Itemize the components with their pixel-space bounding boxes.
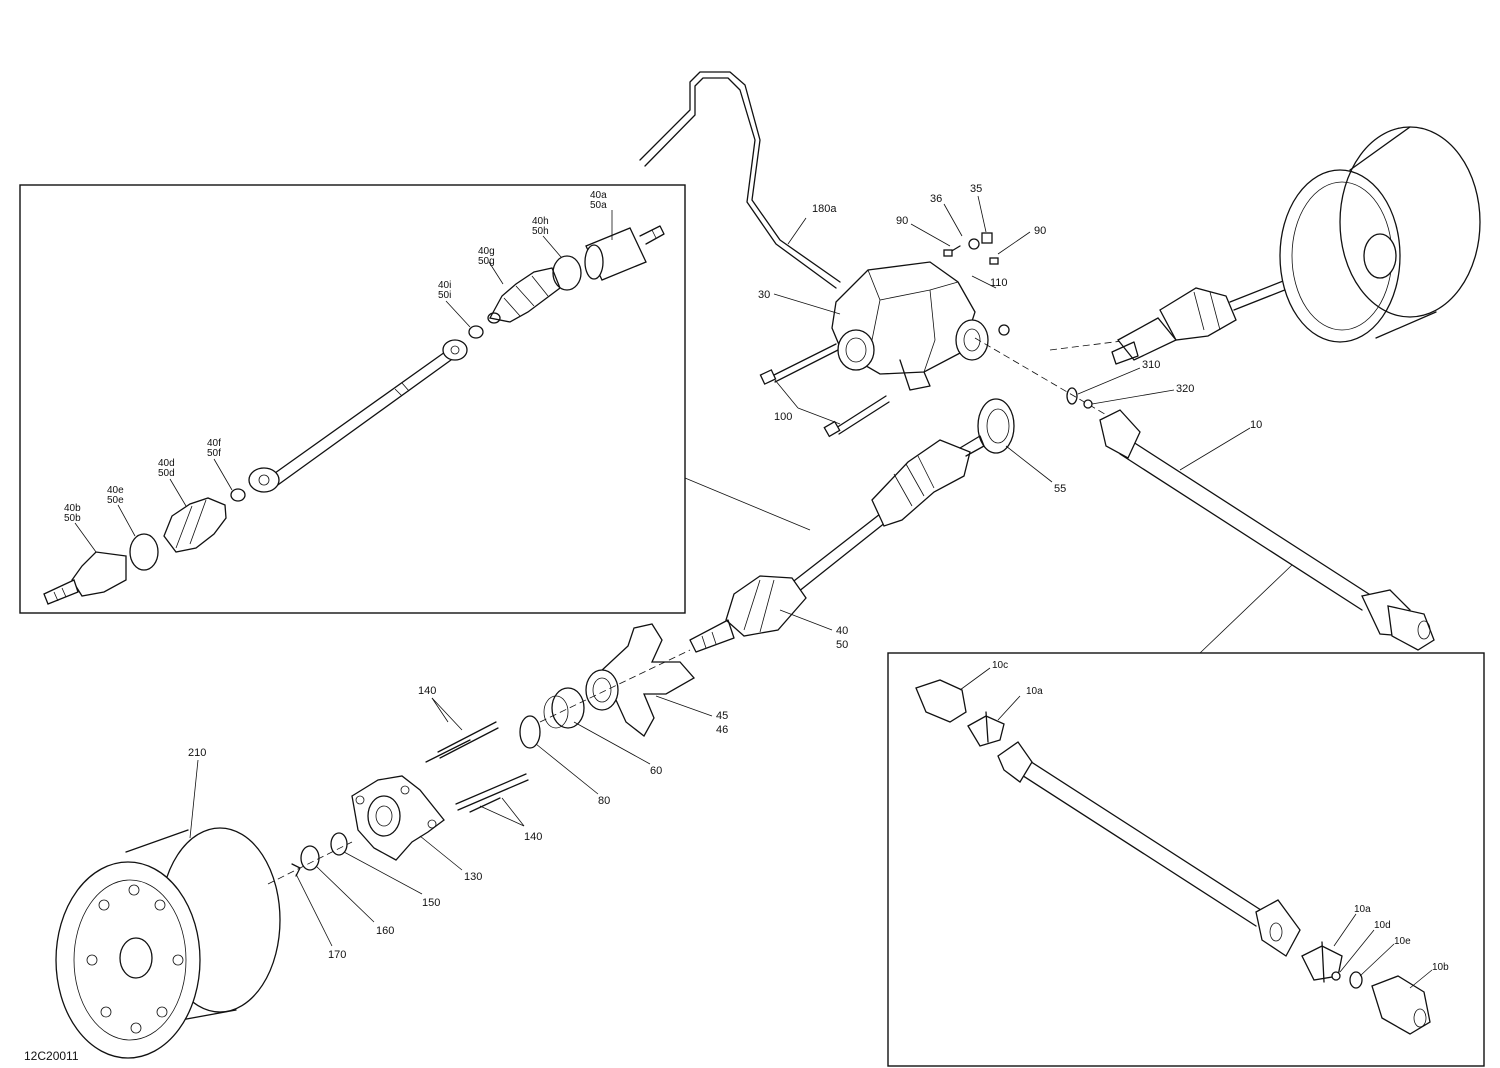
outer-large-clamp bbox=[129, 533, 159, 571]
washer-310 bbox=[1066, 387, 1078, 405]
diff-bolt-100a bbox=[759, 343, 839, 385]
callout-160: 160 bbox=[376, 925, 394, 937]
wheel-hub bbox=[351, 775, 445, 861]
washer-10e bbox=[1349, 971, 1363, 989]
callout-60: 60 bbox=[650, 765, 662, 777]
steering-knuckle bbox=[585, 623, 696, 737]
tripod-spider bbox=[442, 339, 468, 361]
outer-small-clamp bbox=[230, 488, 246, 502]
callout-10e: 10e bbox=[1394, 936, 1411, 947]
outer-cv-joint bbox=[43, 551, 127, 605]
callout-50b: 50b bbox=[64, 513, 81, 524]
axle-detail-panel: 40a 50a 40h 50h 40g 50g 40i 50i 40f 50f … bbox=[19, 184, 811, 614]
callout-170: 170 bbox=[328, 949, 346, 961]
callout-50e: 50e bbox=[107, 495, 124, 506]
callout-40: 40 bbox=[836, 625, 848, 637]
callout-50h: 50h bbox=[532, 226, 549, 237]
callout-40f: 40f bbox=[207, 438, 221, 449]
callout-10: 10 bbox=[1250, 419, 1262, 431]
cross-10a-top bbox=[967, 711, 1005, 747]
driveshaft-detail-panel: 10c 10a 10a 10d 10e 10b bbox=[887, 564, 1485, 1067]
fill-plug-36-35 bbox=[943, 232, 1010, 336]
wheel-stud-lower bbox=[455, 773, 529, 813]
front-differential bbox=[831, 261, 989, 391]
callout-10a-bottom: 10a bbox=[1354, 904, 1371, 915]
diagram-reference-code: 12C20011 bbox=[24, 1049, 79, 1063]
callout-46: 46 bbox=[716, 724, 728, 736]
callout-40d: 40d bbox=[158, 458, 175, 469]
inner-small-clamp bbox=[468, 325, 484, 339]
callout-36: 36 bbox=[930, 193, 942, 205]
callout-10b: 10b bbox=[1432, 962, 1449, 973]
front-left-wheel bbox=[55, 827, 281, 1059]
callout-180a: 180a bbox=[812, 203, 837, 215]
callout-40a: 40a bbox=[590, 190, 607, 201]
inner-large-clamp bbox=[552, 255, 582, 291]
callout-45: 45 bbox=[716, 710, 728, 722]
callout-210: 210 bbox=[188, 747, 206, 759]
axle-shaft bbox=[267, 351, 452, 488]
yoke-10c bbox=[915, 679, 967, 723]
fitting-10d bbox=[1331, 971, 1341, 981]
callout-90-left: 90 bbox=[896, 215, 908, 227]
cross-10a-bottom bbox=[1301, 941, 1343, 983]
callout-40i: 40i bbox=[438, 280, 451, 291]
callout-50a: 50a bbox=[590, 200, 607, 211]
inner-boot bbox=[487, 267, 561, 324]
retaining-ring bbox=[519, 715, 541, 749]
callout-35: 35 bbox=[970, 183, 982, 195]
vent-tube bbox=[639, 71, 841, 289]
outer-spider bbox=[248, 467, 280, 493]
callout-310: 310 bbox=[1142, 359, 1160, 371]
hub-washer bbox=[330, 832, 348, 856]
callout-40b: 40b bbox=[64, 503, 81, 514]
callout-50d: 50d bbox=[158, 468, 175, 479]
callout-320: 320 bbox=[1176, 383, 1194, 395]
callout-50g: 50g bbox=[478, 256, 495, 267]
inner-housing bbox=[584, 225, 665, 281]
wheel-bearing bbox=[543, 687, 585, 729]
callout-50i: 50i bbox=[438, 290, 451, 301]
callout-10c: 10c bbox=[992, 660, 1008, 671]
callout-40e: 40e bbox=[107, 485, 124, 496]
oil-seal bbox=[977, 398, 1015, 454]
callout-150: 150 bbox=[422, 897, 440, 909]
callout-50: 50 bbox=[836, 639, 848, 651]
outer-boot bbox=[163, 497, 227, 553]
callout-140-upper: 140 bbox=[418, 685, 436, 697]
callout-30: 30 bbox=[758, 289, 770, 301]
left-axle bbox=[689, 435, 985, 653]
callout-10a-top: 10a bbox=[1026, 686, 1043, 697]
callout-40g: 40g bbox=[478, 246, 495, 257]
driveshaft-tube bbox=[997, 741, 1301, 957]
callout-10d: 10d bbox=[1374, 920, 1391, 931]
callout-100: 100 bbox=[774, 411, 792, 423]
yoke-10b bbox=[1371, 975, 1431, 1035]
callout-110: 110 bbox=[990, 277, 1008, 289]
callout-130: 130 bbox=[464, 871, 482, 883]
front-right-wheel bbox=[1279, 126, 1481, 343]
callout-50f: 50f bbox=[207, 448, 221, 459]
propeller-shaft bbox=[1099, 409, 1435, 651]
wheel-stud-upper bbox=[425, 721, 499, 763]
callout-40h: 40h bbox=[532, 216, 549, 227]
clip-320 bbox=[1083, 399, 1093, 409]
callout-90-right: 90 bbox=[1034, 225, 1046, 237]
diff-bolt-100b bbox=[823, 395, 890, 438]
callout-80: 80 bbox=[598, 795, 610, 807]
callout-55: 55 bbox=[1054, 483, 1066, 495]
callout-140-lower: 140 bbox=[524, 831, 542, 843]
hub-nut bbox=[300, 845, 320, 871]
